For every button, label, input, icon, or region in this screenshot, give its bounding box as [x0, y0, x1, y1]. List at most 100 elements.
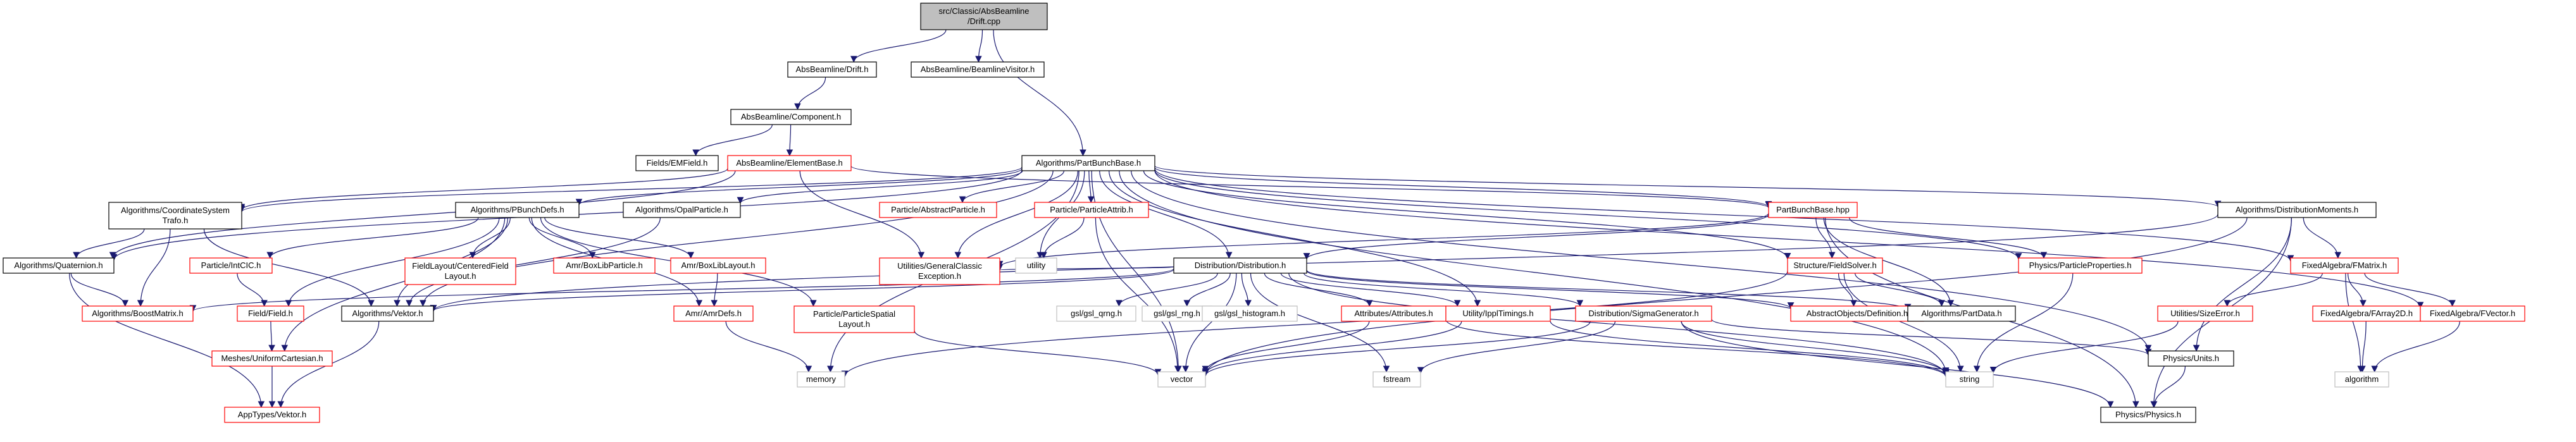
node-partbunchbase-hpp[interactable]: PartBunchBase.hpp [1768, 202, 1858, 218]
node-algorithm[interactable]: algorithm [2334, 371, 2389, 388]
node-box-farray2d [2312, 305, 2421, 322]
node-opalparticle[interactable]: Algorithms/OpalParticle.h [623, 202, 741, 218]
node-box-apptypes-vektor [224, 407, 320, 423]
node-box-vector [1157, 371, 1206, 388]
edge-fmatrix-to-algorithm [2345, 273, 2365, 373]
node-box-physics-units [2148, 350, 2234, 367]
edge-distribution-to-abstractobjects [1306, 270, 1795, 309]
node-particleintcic[interactable]: Particle/IntCIC.h [189, 257, 273, 274]
node-fvector[interactable]: FixedAlgebra/FVector.h [2420, 305, 2525, 322]
edge-fieldsolver-to-memory [841, 271, 1788, 378]
node-box-abstractparticle [879, 202, 997, 218]
nodes-layer: src/Classic/AbsBeamline/Drift.cppAbsBeam… [3, 3, 2525, 423]
node-box-partbunchbase [1021, 155, 1155, 171]
node-label-farray2d-line-0: FixedAlgebra/FArray2D.h [2320, 309, 2413, 318]
node-uniformcartesian[interactable]: Meshes/UniformCartesian.h [211, 350, 333, 367]
node-vektor[interactable]: Algorithms/Vektor.h [341, 305, 434, 322]
node-label-boostmatrix-line-0: Algorithms/BoostMatrix.h [92, 309, 184, 318]
node-beamline-visitor[interactable]: AbsBeamline/BeamlineVisitor.h [911, 61, 1045, 78]
edges-layer [69, 29, 2460, 408]
node-fieldsolver[interactable]: Structure/FieldSolver.h [1787, 257, 1883, 274]
node-box-string [1945, 371, 1994, 388]
node-absbeamline-drift[interactable]: AbsBeamline/Drift.h [787, 61, 877, 78]
node-box-abstractobjects [1790, 305, 1924, 322]
node-farray2d[interactable]: FixedAlgebra/FArray2D.h [2312, 305, 2421, 322]
node-physics-units[interactable]: Physics/Units.h [2148, 350, 2234, 367]
edge-pbunchdefs-to-field [285, 217, 500, 307]
node-label-partdata-line-0: Algorithms/PartData.h [1921, 309, 2001, 318]
edge-sigmagenerator-to-fstream [1417, 321, 1616, 374]
node-elementbase[interactable]: AbsBeamline/ElementBase.h [727, 155, 852, 171]
edge-pbunchdefs-to-particleintcic [266, 217, 479, 259]
node-label-sigmagenerator-line-0: Distribution/SigmaGenerator.h [1588, 309, 1698, 318]
node-label-distmoments-line-0: Algorithms/DistributionMoments.h [2236, 205, 2358, 214]
edge-partbunchbase-to-vector [1091, 170, 1182, 373]
edge-partbunchbase-to-abstractparticle [959, 170, 1065, 204]
node-memory[interactable]: memory [797, 371, 845, 388]
node-utility[interactable]: utility [1015, 257, 1057, 274]
edge-partbunchbase-to-coordsystrafo [238, 166, 1023, 213]
node-sigmagenerator[interactable]: Distribution/SigmaGenerator.h [1575, 305, 1712, 322]
node-ippltimings[interactable]: Utility/IpplTimings.h [1445, 305, 1551, 322]
node-quaternion[interactable]: Algorithms/Quaternion.h [3, 257, 115, 274]
node-particleproperties[interactable]: Physics/ParticleProperties.h [2018, 257, 2143, 274]
edge-sigmagenerator-to-string [1681, 321, 1950, 376]
node-field[interactable]: Field/Field.h [237, 305, 304, 322]
node-abstractparticle[interactable]: Particle/AbstractParticle.h [879, 202, 997, 218]
node-physics-physics[interactable]: Physics/Physics.h [2100, 407, 2196, 423]
node-string[interactable]: string [1945, 371, 1994, 388]
node-label-root-line-1: /Drift.cpp [968, 16, 1000, 26]
node-particleattrib[interactable]: Particle/ParticleAttrib.h [1034, 202, 1149, 218]
edge-amrboxliblayout-to-amrdefs [711, 273, 718, 307]
node-boostmatrix[interactable]: Algorithms/BoostMatrix.h [82, 305, 194, 322]
node-gsl-rng[interactable]: gsl/gsl_rng.h [1142, 305, 1212, 322]
node-sizeerror[interactable]: Utilities/SizeError.h [2157, 305, 2253, 322]
node-partdata[interactable]: Algorithms/PartData.h [1907, 305, 2016, 322]
node-label-fvector-line-0: FixedAlgebra/FVector.h [2430, 309, 2515, 318]
node-root[interactable]: src/Classic/AbsBeamline/Drift.cpp [920, 3, 1048, 30]
edge-sigmagenerator-to-physics-physics [1681, 321, 2114, 408]
edge-distribution-to-ippltimings [1280, 273, 1461, 307]
node-gsl-histogram[interactable]: gsl/gsl_histogram.h [1202, 305, 1298, 322]
node-abstractobjects[interactable]: AbstractObjects/Definition.h [1790, 305, 1924, 322]
edge-fieldsolver-to-abstractobjects [1838, 273, 1857, 307]
node-box-particleattrib [1034, 202, 1149, 218]
node-label-generalclassic-line-0: Utilities/GeneralClassic [897, 261, 982, 271]
node-attributes[interactable]: Attributes/Attributes.h [1341, 305, 1447, 322]
node-box-amrboxliblayout [670, 257, 766, 274]
node-amrdefs[interactable]: Amr/AmrDefs.h [673, 305, 754, 322]
edge-root-to-absbeamline-drift [850, 29, 947, 63]
node-fmatrix[interactable]: FixedAlgebra/FMatrix.h [2290, 257, 2399, 274]
edge-particlespatial-to-vector [914, 330, 1162, 376]
edge-distribution-to-sigmagenerator [1304, 273, 1584, 307]
node-fstream[interactable]: fstream [1372, 371, 1421, 388]
node-box-beamline-visitor [911, 61, 1045, 78]
node-label-generalclassic-line-1: Exception.h [918, 271, 961, 281]
node-apptypes-vektor[interactable]: AppTypes/Vektor.h [224, 407, 320, 423]
node-partbunchbase[interactable]: Algorithms/PartBunchBase.h [1021, 155, 1155, 171]
node-amrboxlib[interactable]: Amr/BoxLibParticle.h [553, 257, 656, 274]
node-gsl-qrng[interactable]: gsl/gsl_qrng.h [1056, 305, 1136, 322]
edge-partbunchbase-to-pbunchdefs [575, 168, 1023, 206]
node-label-pbunchdefs-line-0: Algorithms/PBunchDefs.h [470, 205, 564, 214]
edge-fmatrix-to-fvector [2364, 273, 2456, 307]
node-component[interactable]: AbsBeamline/Component.h [730, 109, 852, 125]
node-distribution[interactable]: Distribution/Distribution.h [1173, 257, 1307, 274]
node-pbunchdefs[interactable]: Algorithms/PBunchDefs.h [455, 202, 580, 218]
node-emfield[interactable]: Fields/EMField.h [635, 155, 719, 171]
node-vector[interactable]: vector [1157, 371, 1206, 388]
node-label-amrboxliblayout-line-0: Amr/BoxLibLayout.h [681, 261, 755, 270]
edge-coordsystrafo-to-vektor [203, 228, 375, 307]
node-label-fstream-line-0: fstream [1383, 374, 1410, 384]
node-label-ippltimings-line-0: Utility/IpplTimings.h [1462, 309, 1533, 318]
node-distmoments[interactable]: Algorithms/DistributionMoments.h [2217, 202, 2377, 218]
edge-coordsystrafo-to-quaternion [73, 228, 145, 259]
edge-opalparticle-to-vektor [406, 217, 661, 307]
edge-farray2d-to-algorithm [2358, 321, 2367, 373]
node-box-particlespatial [793, 305, 915, 333]
node-amrboxliblayout[interactable]: Amr/BoxLibLayout.h [670, 257, 766, 274]
